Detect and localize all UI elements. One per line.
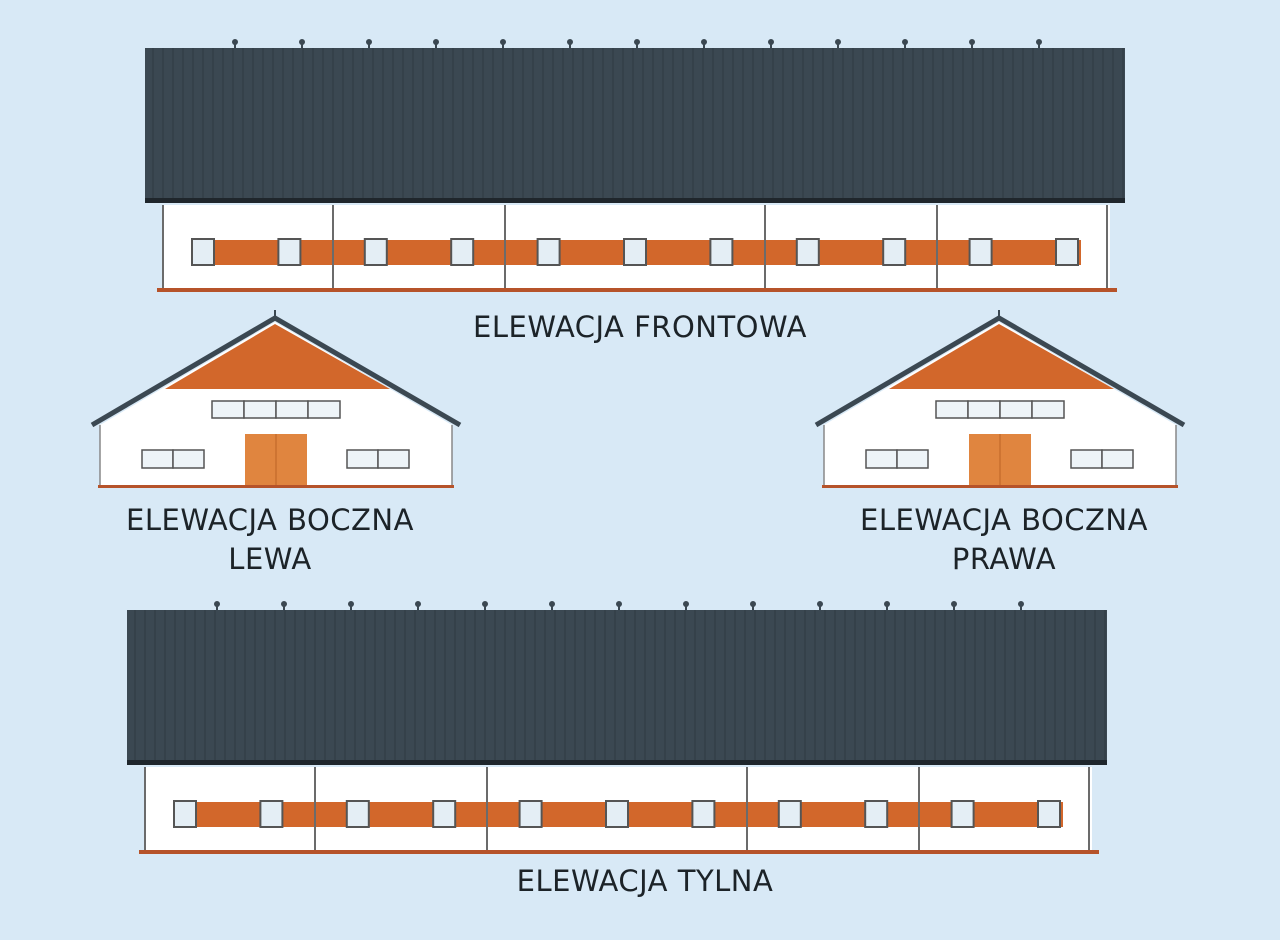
- window: [363, 238, 388, 266]
- window: [795, 238, 820, 266]
- rear-elevation-label: ELEWACJA TYLNA: [516, 864, 774, 898]
- right-elevation-label: ELEWACJA BOCZNA PRAWA: [794, 501, 1214, 579]
- roof-vent-cap: [951, 601, 957, 607]
- roof-edge: [127, 760, 1107, 765]
- lower-window-pane: [896, 449, 929, 469]
- roof-vent-cap: [750, 601, 756, 607]
- roof-vent-cap: [683, 601, 689, 607]
- roof-vent-cap: [616, 601, 622, 607]
- window: [191, 238, 215, 266]
- lower-window-pane: [1101, 449, 1134, 469]
- front-elevation: [145, 39, 1125, 292]
- lower-window-pane: [377, 449, 410, 469]
- window: [173, 800, 197, 828]
- window: [691, 800, 716, 828]
- window: [968, 238, 993, 266]
- roof-vent-cap: [634, 39, 640, 45]
- roof-vent-cap: [500, 39, 506, 45]
- roof-vent-cap: [835, 39, 841, 45]
- plinth: [157, 288, 1117, 292]
- roof-vent-cap: [232, 39, 238, 45]
- upper-window-pane: [999, 400, 1033, 419]
- window: [882, 238, 907, 266]
- roof-vent-cap: [549, 601, 555, 607]
- window: [518, 800, 543, 828]
- window: [259, 800, 284, 828]
- roof-vent-cap: [281, 601, 287, 607]
- upper-window-pane: [1031, 400, 1065, 419]
- roof-vent-cap: [1036, 39, 1042, 45]
- window: [345, 800, 370, 828]
- upper-window-pane: [935, 400, 969, 419]
- window: [536, 238, 561, 266]
- window: [1055, 238, 1079, 266]
- roof: [145, 48, 1125, 202]
- roof-vent-cap: [299, 39, 305, 45]
- lower-window-pane: [141, 449, 174, 469]
- upper-window-pane: [307, 400, 341, 419]
- upper-window-pane: [967, 400, 1001, 419]
- roof-edge: [145, 198, 1125, 203]
- left-side-elevation: [90, 310, 462, 488]
- right-side-elevation: [814, 310, 1186, 488]
- upper-window-pane: [211, 400, 245, 419]
- front-elevation-label: ELEWACJA FRONTOWA: [473, 310, 807, 344]
- roof-vent-cap: [415, 601, 421, 607]
- roof-vent-cap: [433, 39, 439, 45]
- roof-vent-cap: [969, 39, 975, 45]
- roof-vent-cap: [902, 39, 908, 45]
- roof: [127, 610, 1107, 764]
- roof-vent-cap: [884, 601, 890, 607]
- lower-window-pane: [346, 449, 379, 469]
- roof-vent-cap: [701, 39, 707, 45]
- window: [623, 238, 647, 266]
- roof-vent-cap: [1018, 601, 1024, 607]
- window: [950, 800, 975, 828]
- window: [277, 238, 302, 266]
- left-elevation-label-line2: LEWA: [228, 542, 312, 576]
- roof-vent-cap: [214, 601, 220, 607]
- upper-window-pane: [243, 400, 277, 419]
- gable-cladding: [889, 324, 1114, 389]
- roof-vent-cap: [768, 39, 774, 45]
- right-elevation-label-line1: ELEWACJA BOCZNA: [860, 503, 1148, 537]
- lower-window-pane: [172, 449, 205, 469]
- rear-elevation: [127, 601, 1107, 854]
- window: [432, 800, 457, 828]
- plinth: [139, 850, 1099, 854]
- roof-vent-cap: [482, 601, 488, 607]
- window: [450, 238, 475, 266]
- roof-vent-cap: [817, 601, 823, 607]
- roof-vent-cap: [366, 39, 372, 45]
- gable-cladding: [165, 324, 390, 389]
- window: [777, 800, 802, 828]
- lower-window-pane: [1070, 449, 1103, 469]
- plinth: [98, 485, 454, 488]
- roof-vent-cap: [567, 39, 573, 45]
- upper-window-pane: [275, 400, 309, 419]
- window: [709, 238, 734, 266]
- window: [864, 800, 889, 828]
- lower-window-pane: [865, 449, 898, 469]
- window: [605, 800, 629, 828]
- window: [1037, 800, 1061, 828]
- left-elevation-label: ELEWACJA BOCZNA LEWA: [60, 501, 480, 579]
- roof-vent-cap: [348, 601, 354, 607]
- right-elevation-label-line2: PRAWA: [951, 542, 1057, 576]
- left-elevation-label-line1: ELEWACJA BOCZNA: [126, 503, 414, 537]
- plinth: [822, 485, 1178, 488]
